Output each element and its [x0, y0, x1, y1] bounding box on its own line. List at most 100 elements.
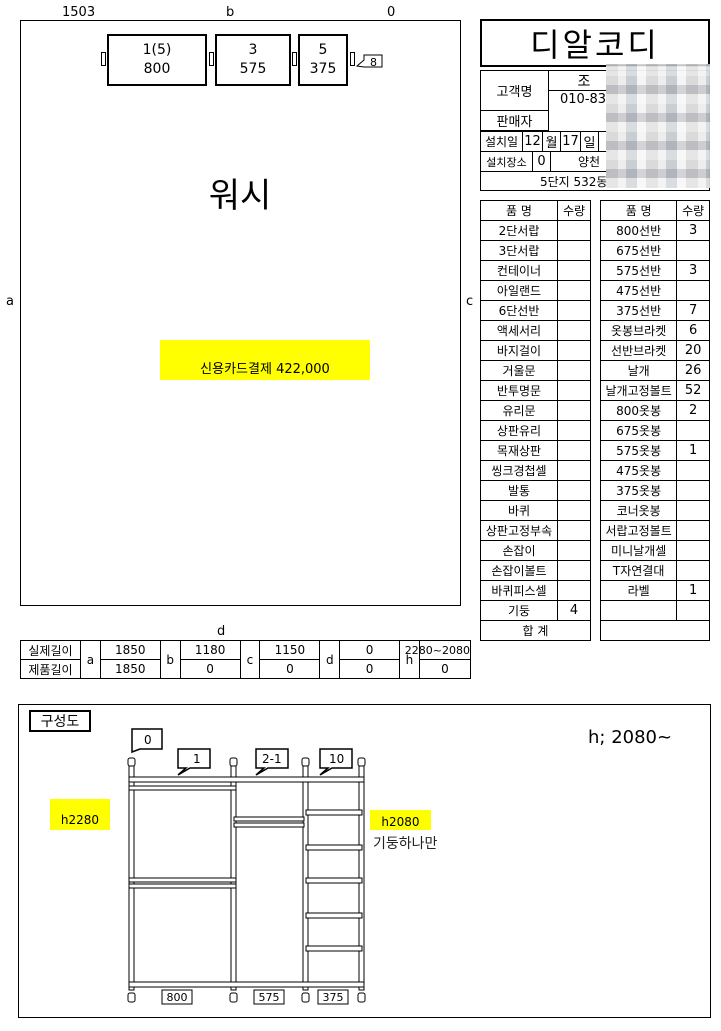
left-items-item-name: 유리문 — [480, 400, 558, 421]
left-items-row: 아일랜드 — [480, 280, 591, 301]
unit-tab-2 — [209, 52, 214, 66]
right-items-item-qty: 6 — [676, 320, 710, 341]
install-place-label: 설치장소 — [481, 152, 533, 171]
height-note: h; 2080~ — [588, 727, 673, 748]
right-items-item-name: 475옷봉 — [599, 460, 678, 481]
left-items-item-name: 아일랜드 — [480, 280, 558, 301]
right-items-item-qty: 2 — [676, 400, 710, 421]
left-items-item-name: 바퀴 — [480, 500, 558, 521]
dim-d-real: 0 — [339, 640, 400, 660]
left-items-item-name: 바퀴피스셀 — [480, 580, 558, 601]
right-items-blank-row — [600, 620, 710, 641]
left-items-row: 6단선반 — [480, 300, 591, 321]
seller-row-line — [481, 131, 609, 132]
right-items-item-qty: 26 — [676, 360, 710, 381]
right-items-item-qty: 3 — [676, 260, 710, 281]
left-items-item-name: 바지걸이 — [480, 340, 558, 361]
left-items-item-name: 3단서랍 — [480, 240, 558, 261]
left-items-item-qty — [557, 580, 591, 601]
left-items-item-name: 컨테이너 — [480, 260, 558, 281]
right-items-item-qty — [676, 520, 710, 541]
dim-a-label: a — [79, 640, 101, 679]
unit-box-1: 1(5) 800 — [107, 34, 207, 86]
dim-a-product: 1850 — [99, 659, 161, 679]
left-items-item-name: 6단선반 — [480, 300, 558, 321]
right-items-item-qty — [676, 460, 710, 481]
left-items-row: 2단서랍 — [480, 220, 591, 241]
callout-2-1: 2-1 — [262, 752, 282, 766]
dim-b-label: b — [159, 640, 181, 679]
left-items-item-qty — [557, 340, 591, 361]
h-left-label: h2280 — [50, 799, 110, 830]
right-items-item-name: T자연결대 — [599, 560, 678, 581]
right-items-item-name: 서랍고정볼트 — [599, 520, 678, 541]
left-items-item-name: 손잡이볼트 — [480, 560, 558, 581]
left-items-item-qty — [557, 240, 591, 261]
right-items-item-name: 옷봉브라켓 — [599, 320, 678, 341]
install-place-code: 0 — [533, 152, 551, 171]
left-items-item-qty — [557, 500, 591, 521]
left-items-item-qty — [557, 480, 591, 501]
unit-2-width: 575 — [239, 61, 267, 77]
customer-name-label: 고객명 — [481, 71, 549, 111]
diagram-frame — [18, 704, 711, 1018]
left-items-item-qty — [557, 360, 591, 381]
left-items-row: 상판유리 — [480, 420, 591, 441]
real-length-label: 실제길이 — [20, 640, 81, 660]
left-items-item-qty — [557, 540, 591, 561]
right-items-item-name: 675선반 — [599, 240, 678, 261]
left-items-item-name: 상판고정부속 — [480, 520, 558, 541]
side-c-label: c — [466, 294, 474, 309]
diagram-title: 구성도 — [29, 710, 91, 732]
left-items-item-qty — [557, 440, 591, 461]
right-items-blank-row — [599, 600, 678, 621]
unit-tab-3 — [292, 52, 297, 66]
left-items-row: 손잡이볼트 — [480, 560, 591, 581]
dim-c-real: 1150 — [259, 640, 321, 660]
right-items-item-qty — [676, 280, 710, 301]
right-items-item-name: 날개고정볼트 — [599, 380, 678, 401]
install-date-label: 설치일 — [481, 132, 523, 151]
left-items-item-qty — [557, 420, 591, 441]
dim-d-label: d — [319, 640, 341, 679]
phone-row-line — [549, 90, 609, 91]
customer-name-value: 조 — [577, 74, 591, 90]
left-items-row: 거울문 — [480, 360, 591, 381]
right-items-item-name: 날개 — [599, 360, 678, 381]
unit-3-width: 375 — [309, 61, 337, 77]
left-items-item-qty — [557, 320, 591, 341]
right-items-item-qty — [676, 540, 710, 561]
right-items-item-qty: 7 — [676, 300, 710, 321]
right-items-header-name: 품 명 — [599, 200, 678, 221]
dim-h-product: 0 — [418, 659, 472, 679]
dim-d-product: 0 — [339, 659, 400, 679]
unit-tab-left — [101, 52, 106, 66]
install-day: 17 — [561, 132, 581, 151]
left-items-item-qty — [557, 220, 591, 241]
top-left-number: 1503 — [62, 5, 96, 20]
left-items-row: 컨테이너 — [480, 260, 591, 281]
right-items-item-qty — [676, 500, 710, 521]
left-items-header-name: 품 명 — [480, 200, 558, 221]
place-row-line — [481, 171, 609, 172]
left-items-item-name: 씽크경첩셀 — [480, 460, 558, 481]
left-items-row: 바퀴 — [480, 500, 591, 521]
right-items-row: 코너옷봉 — [599, 500, 710, 521]
callout-10: 10 — [329, 752, 345, 766]
unit-2-count: 3 — [248, 42, 258, 58]
shelf-diagram — [127, 728, 366, 1005]
room-title: 워시 — [208, 176, 272, 216]
left-items-item-name: 거울문 — [480, 360, 558, 381]
top-right-number: 0 — [387, 5, 396, 20]
right-items-item-qty: 1 — [676, 580, 710, 601]
left-items-row: 바지걸이 — [480, 340, 591, 361]
